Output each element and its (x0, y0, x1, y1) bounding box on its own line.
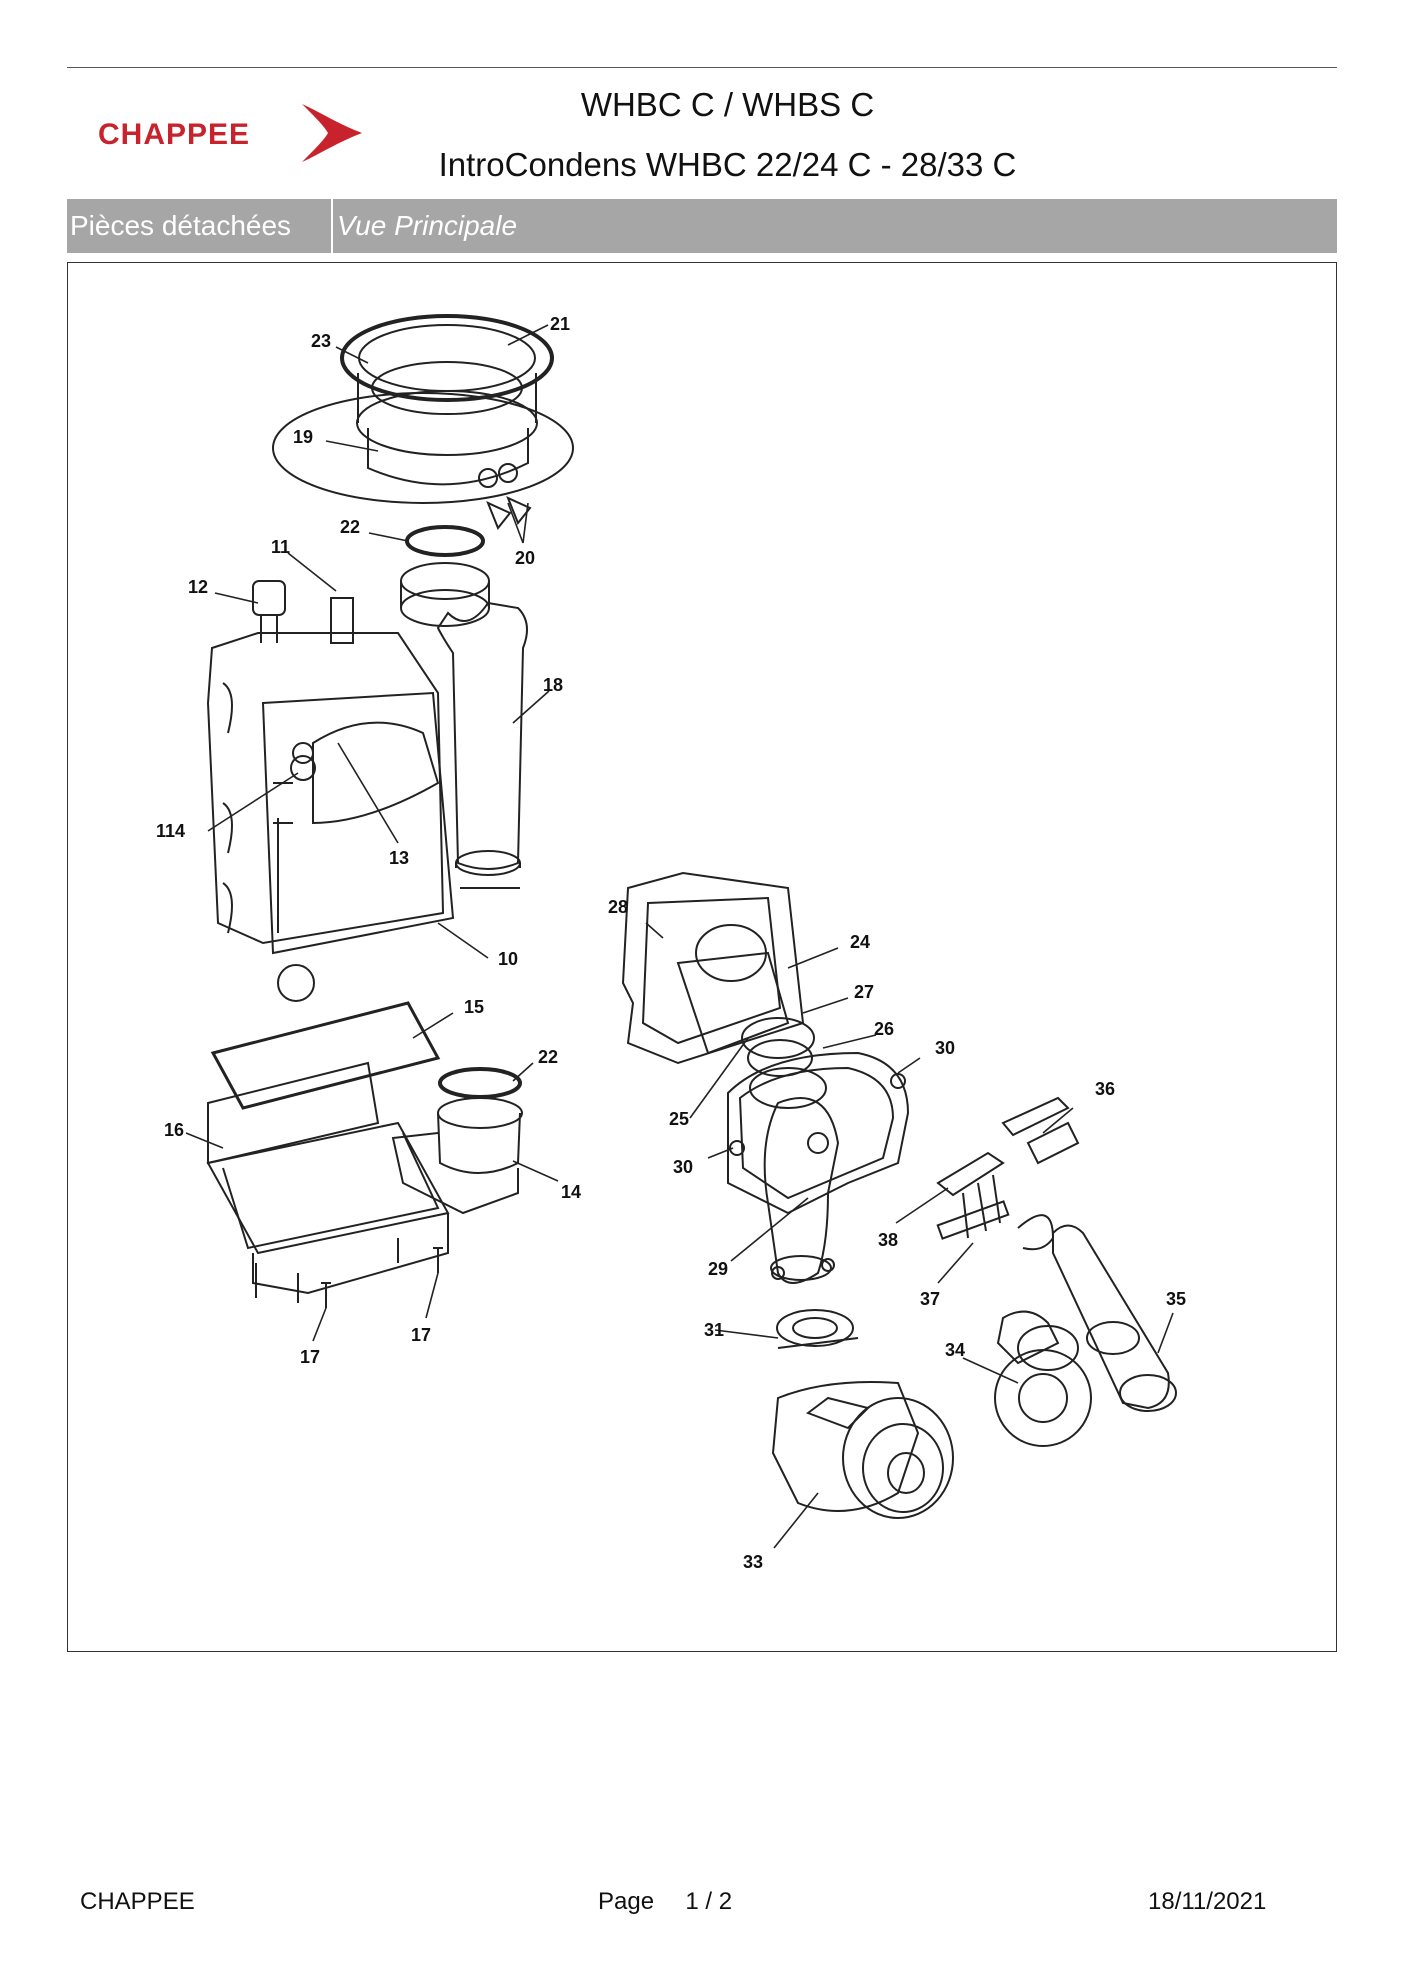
exploded-parts-diagram: 21 23 19 20 22 11 12 18 114 13 10 15 22 … (156, 314, 1186, 1572)
screws-part (321, 1247, 443, 1308)
callout-11: 11 (271, 537, 290, 557)
callout-25: 25 (669, 1109, 689, 1129)
view-label: Vue Principale (337, 210, 518, 241)
callout-22-top: 22 (340, 517, 360, 537)
document-subtitle: IntroCondens WHBC 22/24 C - 28/33 C (438, 146, 1017, 183)
leader-lines (185, 324, 1174, 1549)
callout-12: 12 (188, 577, 208, 597)
seal-gasket-part (210, 1001, 441, 1110)
callout-35: 35 (1166, 1289, 1186, 1309)
brand-swoosh-icon (302, 104, 362, 162)
callout-38: 38 (878, 1230, 898, 1250)
footer-date: 18/11/2021 (1148, 1888, 1267, 1915)
document-title: WHBC C / WHBS C (580, 86, 875, 123)
callout-37: 37 (920, 1289, 940, 1309)
callout-23: 23 (311, 331, 331, 351)
air-tube-part (1052, 1224, 1177, 1412)
callout-13: 13 (389, 848, 409, 868)
fan-gasket-part (776, 1309, 859, 1349)
callout-16: 16 (164, 1120, 184, 1140)
brand-wordmark: CHAPPEE (98, 118, 251, 151)
header-rule (67, 67, 1337, 68)
fan-cover-part (727, 1051, 910, 1215)
callout-29: 29 (708, 1259, 728, 1279)
callout-31: 31 (704, 1320, 724, 1340)
callout-30-right: 30 (935, 1038, 955, 1058)
outlet-elbow-part (391, 1067, 523, 1215)
page-indicator: Page 1 / 2 (598, 1888, 732, 1916)
fan-elbow-part (763, 1097, 840, 1284)
callout-15: 15 (464, 997, 484, 1017)
heat-exchanger-part (206, 632, 455, 1002)
callout-27: 27 (854, 982, 874, 1002)
callout-30-left: 30 (673, 1157, 693, 1177)
sensor-part (330, 597, 354, 644)
air-vent-part (252, 580, 286, 643)
callout-21: 21 (550, 314, 570, 334)
callout-114: 114 (156, 821, 185, 841)
gasket-elbow-part (400, 525, 490, 627)
callout-34: 34 (945, 1340, 965, 1360)
electrode-assembly-part (936, 1151, 1055, 1251)
air-intake-part (994, 1310, 1092, 1447)
callout-17-right: 17 (411, 1325, 431, 1345)
callout-17-left: 17 (300, 1347, 320, 1367)
burner-door-part (621, 871, 827, 1109)
exploded-view-frame: 21 23 19 20 22 11 12 18 114 13 10 15 22 … (67, 262, 1337, 1652)
chappee-logo: CHAPPEE (98, 100, 366, 166)
flue-pipe-part (436, 601, 528, 889)
section-bar: Pièces détachées Vue Principale (67, 199, 1337, 253)
footer-brand: CHAPPEE (80, 1888, 195, 1915)
callout-24: 24 (850, 932, 870, 952)
page-label: Page (598, 1888, 655, 1915)
callout-labels: 21 23 19 20 22 11 12 18 114 13 10 15 22 … (156, 314, 1186, 1572)
callout-20: 20 (515, 548, 535, 568)
page-numbers: 1 / 2 (685, 1888, 733, 1915)
section-label: Pièces détachées (67, 199, 333, 253)
callout-28: 28 (608, 897, 628, 917)
callout-36: 36 (1095, 1079, 1115, 1099)
callout-10: 10 (498, 949, 518, 969)
callout-18: 18 (543, 675, 563, 695)
flue-adaptor-part (272, 314, 574, 530)
callout-26: 26 (874, 1019, 894, 1039)
callout-33: 33 (743, 1552, 763, 1572)
callout-19: 19 (293, 427, 313, 447)
fan-assembly-part (771, 1381, 954, 1519)
condensate-tray-part (206, 1061, 450, 1303)
inspection-window-part (1001, 1096, 1080, 1165)
callout-22-bottom: 22 (538, 1047, 558, 1067)
callout-14: 14 (561, 1182, 581, 1202)
